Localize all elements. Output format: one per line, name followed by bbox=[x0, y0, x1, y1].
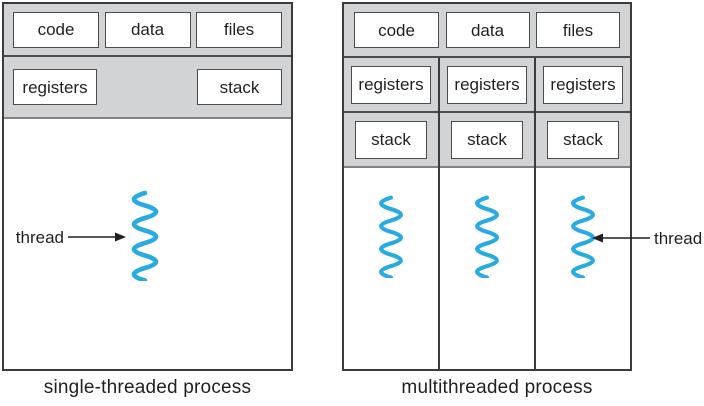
thread-area-2 bbox=[440, 168, 534, 369]
left-arrow-icon bbox=[592, 233, 650, 243]
thread-column-3: registers stack bbox=[536, 58, 630, 369]
single-middle-band: registers stack bbox=[4, 57, 291, 119]
cell-files-label: files bbox=[223, 20, 255, 39]
cell-code: code bbox=[354, 12, 439, 48]
thread-squiggle-icon bbox=[379, 195, 403, 278]
cell-stack-label: stack bbox=[563, 130, 603, 149]
cell-stack-label: stack bbox=[371, 130, 411, 149]
cell-code-label: code bbox=[378, 20, 415, 40]
cell-registers-label: registers bbox=[22, 77, 88, 97]
cell-data: data bbox=[445, 12, 530, 48]
thread-column-1: registers stack bbox=[344, 58, 440, 369]
caption-single-threaded: single-threaded process bbox=[43, 377, 252, 398]
right-arrow-icon bbox=[68, 232, 126, 242]
cell-files: files bbox=[196, 11, 282, 48]
cell-registers-label: registers bbox=[550, 75, 616, 94]
single-top-band: code data files bbox=[4, 4, 291, 57]
thread-squiggle-icon bbox=[131, 190, 159, 281]
thread-squiggle-icon bbox=[475, 195, 499, 278]
cell-stack-label: stack bbox=[219, 77, 260, 97]
cell-data-label: data bbox=[130, 20, 165, 39]
cell-registers: registers bbox=[440, 58, 534, 113]
cell-files-label: files bbox=[562, 20, 594, 40]
cell-data: data bbox=[104, 11, 191, 48]
cell-registers: registers bbox=[536, 58, 630, 113]
thread-label: thread bbox=[654, 229, 703, 248]
multi-top-band: code data files bbox=[344, 4, 630, 58]
thread-label: thread bbox=[15, 228, 64, 247]
thread-column-2: registers stack bbox=[440, 58, 536, 369]
single-threaded-process-box: code data files registers stack bbox=[2, 2, 293, 371]
cell-stack: stack bbox=[197, 69, 282, 105]
cell-data-label: data bbox=[470, 20, 505, 40]
cell-registers: registers bbox=[13, 69, 97, 105]
multithreaded-process-box: code data files registers stack bbox=[342, 2, 632, 371]
cell-registers: registers bbox=[344, 58, 438, 113]
cell-stack: stack bbox=[536, 113, 630, 168]
cell-code-label: code bbox=[37, 20, 75, 39]
thread-area-3 bbox=[536, 168, 630, 369]
thread-area-1 bbox=[344, 168, 438, 369]
thread-columns: registers stack registers bbox=[344, 58, 630, 369]
cell-stack: stack bbox=[344, 113, 438, 168]
cell-stack: stack bbox=[440, 113, 534, 168]
cell-files: files bbox=[536, 12, 620, 48]
cell-registers-label: registers bbox=[454, 75, 520, 94]
cell-registers-label: registers bbox=[358, 75, 424, 94]
thread-squiggle-icon bbox=[571, 195, 595, 278]
caption-multithreaded: multithreaded process bbox=[401, 377, 593, 398]
cell-code: code bbox=[13, 11, 99, 48]
cell-stack-label: stack bbox=[467, 130, 507, 149]
